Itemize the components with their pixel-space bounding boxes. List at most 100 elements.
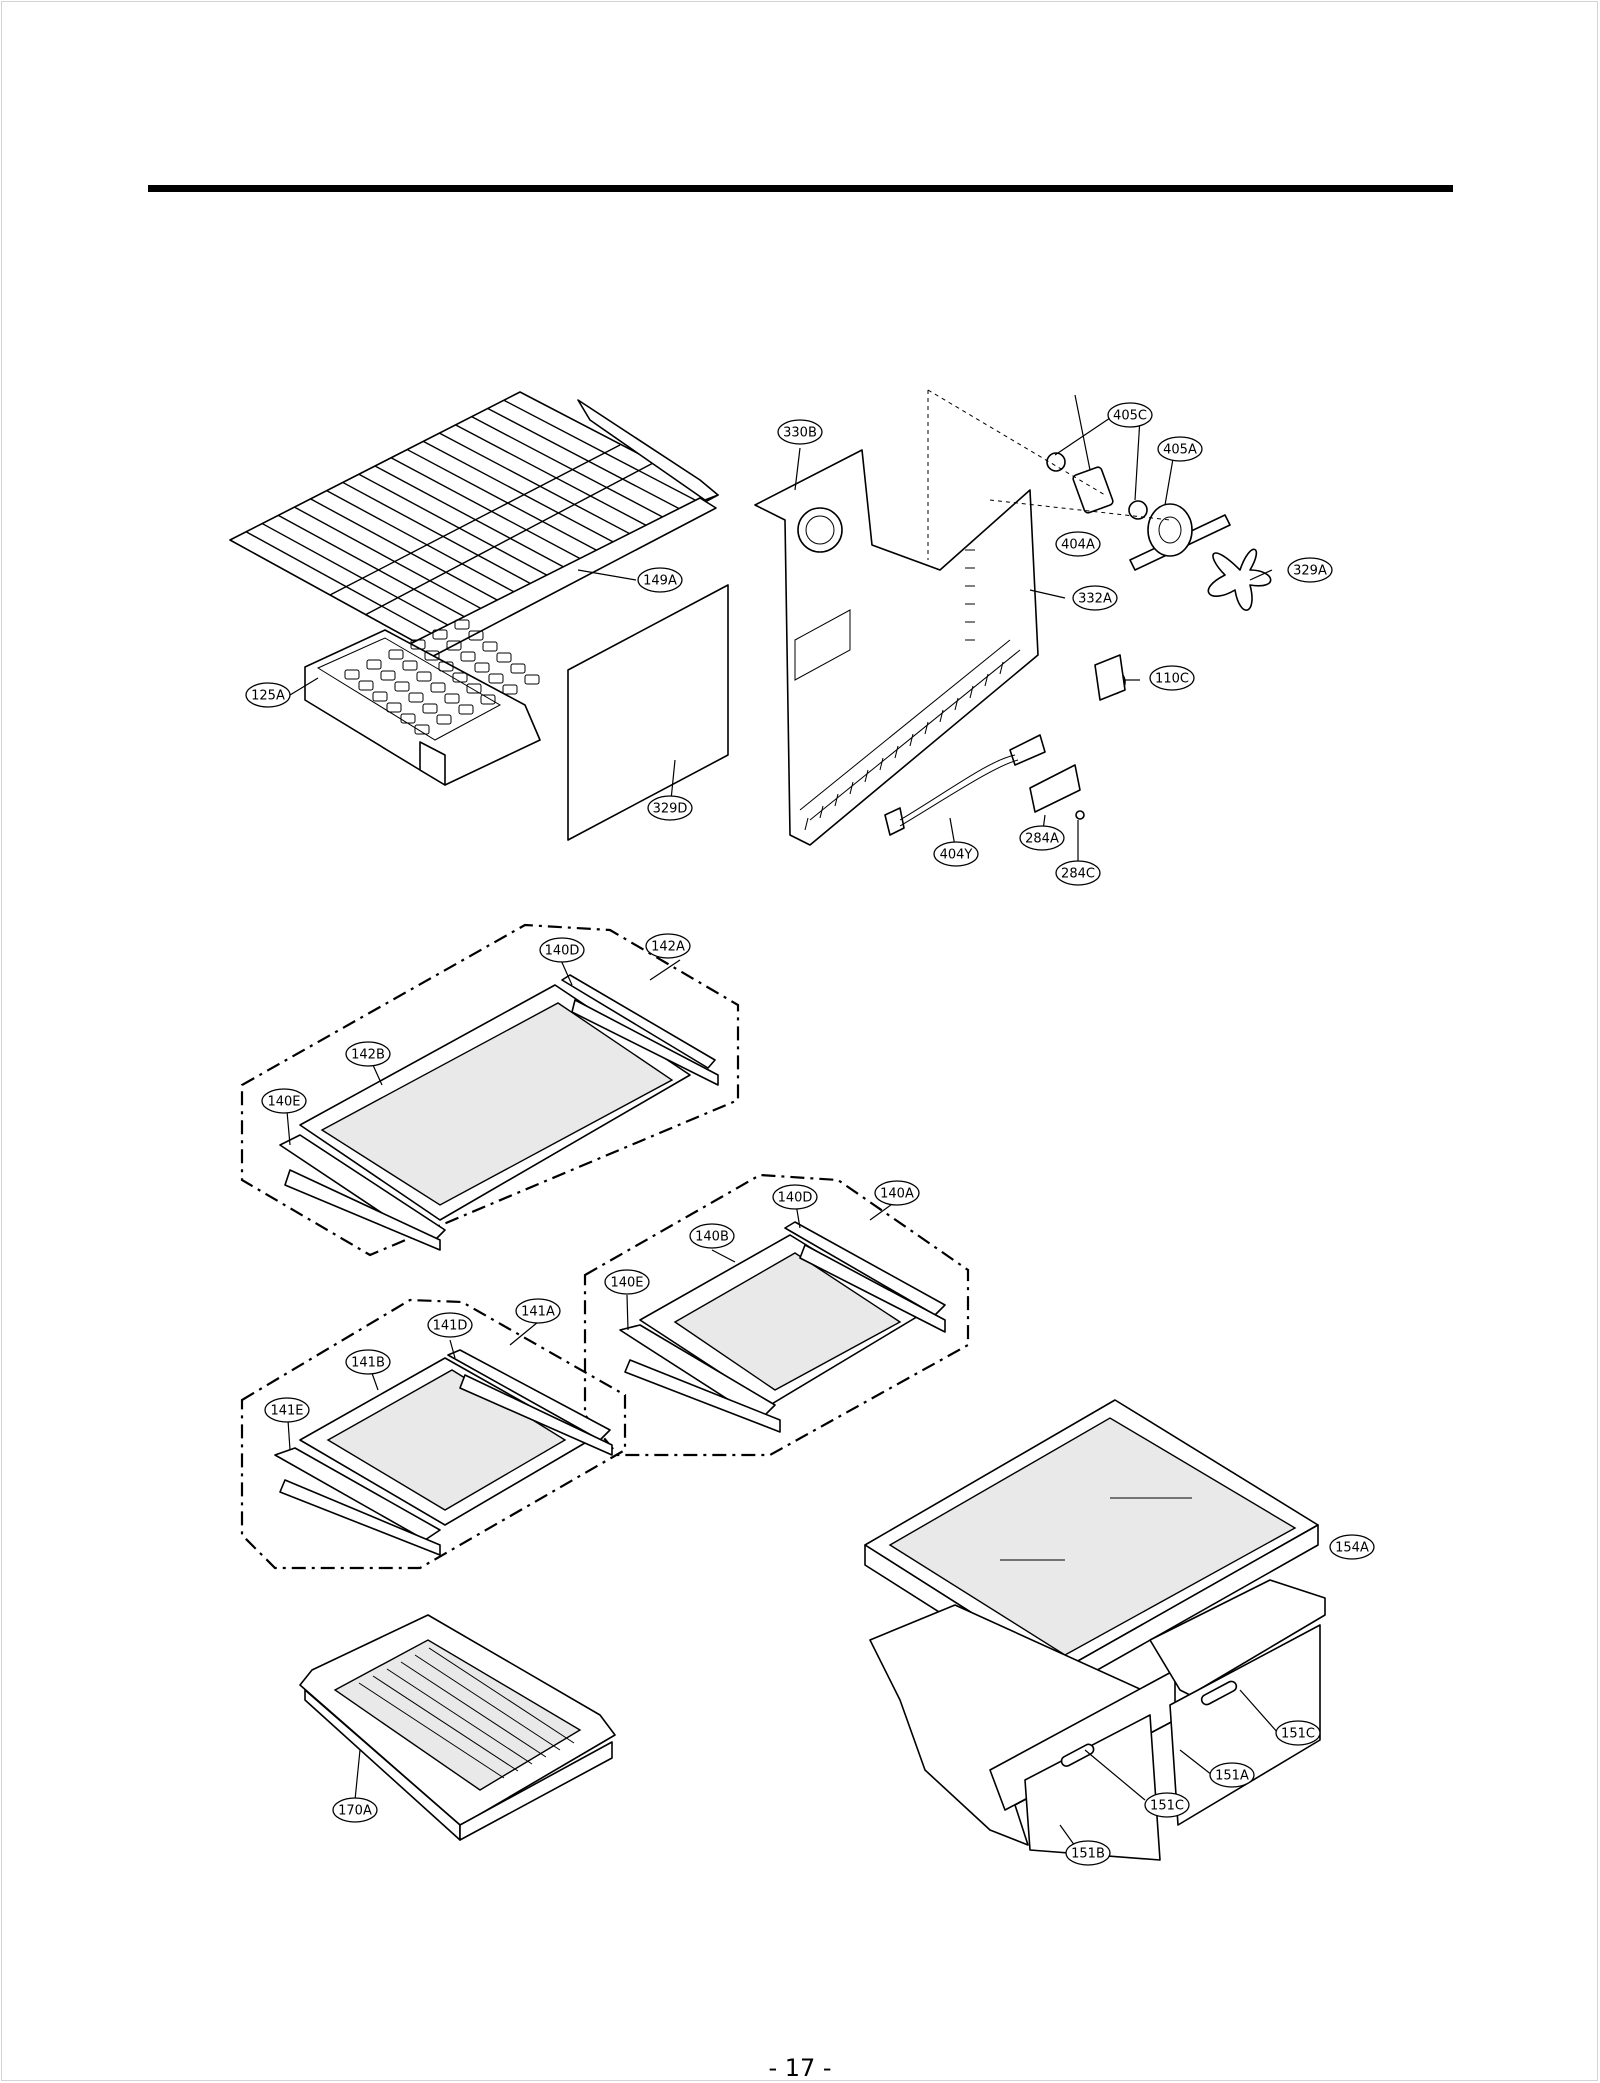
ice-cell — [386, 702, 402, 713]
svg-text:329D: 329D — [653, 802, 688, 817]
ice-cell — [400, 713, 416, 724]
svg-text:405A: 405A — [1163, 443, 1197, 458]
crisper-drawers-151A-151B — [869, 1579, 1326, 1861]
ice-cell — [366, 659, 382, 670]
ice-cell — [344, 669, 360, 680]
ice-cell — [436, 714, 452, 725]
callout-330B: 330B — [777, 419, 823, 445]
svg-text:170A: 170A — [338, 1804, 372, 1819]
svg-text:140D: 140D — [545, 944, 580, 959]
svg-text:151B: 151B — [1071, 1847, 1105, 1862]
svg-text:140B: 140B — [695, 1230, 729, 1245]
callout-405A: 405A — [1157, 436, 1203, 462]
callout-329A: 329A — [1287, 557, 1333, 583]
svg-text:140E: 140E — [267, 1095, 300, 1110]
svg-text:284C: 284C — [1061, 867, 1095, 882]
line-detail — [471, 416, 671, 522]
svg-text:404Y: 404Y — [940, 848, 973, 863]
line-detail — [423, 440, 623, 548]
page-number: - 17 - — [768, 2054, 832, 2082]
ice-cell — [444, 693, 460, 704]
svg-text:284A: 284A — [1025, 832, 1059, 847]
line-detail — [909, 733, 914, 747]
shelf-assembly-142A — [240, 923, 740, 1257]
line-detail — [390, 457, 591, 565]
line-detail — [358, 1682, 505, 1779]
ice-cell — [358, 680, 374, 691]
callout-151B: 151B — [1065, 1840, 1111, 1866]
svg-text:151C: 151C — [1281, 1727, 1315, 1742]
ice-cell — [380, 670, 396, 681]
ice-cell — [424, 650, 440, 661]
ice-cell — [394, 681, 410, 692]
svg-text:142B: 142B — [351, 1048, 385, 1063]
callout-151A: 151A — [1209, 1762, 1255, 1788]
callout-140B: 140B — [689, 1223, 735, 1249]
ice-cell — [416, 671, 432, 682]
svg-text:405C: 405C — [1113, 409, 1147, 424]
callout-140D-lower: 140D — [772, 1184, 818, 1210]
callout-151C-right: 151C — [1275, 1720, 1321, 1746]
callout-404Y: 404Y — [933, 841, 979, 867]
line-detail — [455, 424, 655, 531]
svg-text:330B: 330B — [783, 426, 817, 441]
ice-cell — [430, 682, 446, 693]
ice-cell — [414, 724, 430, 735]
line-detail — [819, 805, 824, 819]
ice-cell — [388, 649, 404, 660]
ice-cell — [488, 673, 504, 684]
svg-text:149A: 149A — [643, 574, 677, 589]
ice-cell — [454, 619, 470, 630]
callout-142B: 142B — [345, 1041, 391, 1067]
callout-405C: 405C — [1107, 402, 1153, 428]
ice-cell — [458, 704, 474, 715]
ice-cell — [410, 639, 426, 650]
ice-cell — [510, 663, 526, 674]
ice-tray-125A — [304, 619, 541, 786]
line-detail — [372, 1675, 519, 1772]
line-detail — [374, 465, 575, 574]
svg-text:151C: 151C — [1150, 1799, 1184, 1814]
svg-text:125A: 125A — [251, 689, 285, 704]
callout-141A: 141A — [515, 1298, 561, 1324]
line-detail — [834, 793, 839, 807]
ice-cell — [422, 703, 438, 714]
svg-text:140E: 140E — [610, 1276, 643, 1291]
callout-140E-lower: 140E — [604, 1269, 650, 1295]
line-detail — [400, 1661, 547, 1758]
line-detail — [487, 407, 687, 513]
line-detail — [894, 745, 899, 759]
ice-cell — [502, 684, 518, 695]
svg-text:141A: 141A — [521, 1305, 555, 1320]
callout-125A: 125A — [245, 682, 291, 708]
svg-text:329A: 329A — [1293, 564, 1327, 579]
callout-149A: 149A — [637, 567, 683, 593]
callout-140D-upper: 140D — [539, 937, 585, 963]
line-detail — [804, 817, 809, 831]
ice-cell — [372, 691, 388, 702]
line-detail — [414, 1654, 561, 1751]
callout-329D: 329D — [647, 795, 693, 821]
line-detail — [428, 1647, 575, 1744]
svg-text:332A: 332A — [1078, 592, 1112, 607]
callout-140A: 140A — [874, 1180, 920, 1206]
ice-cell — [474, 662, 490, 673]
line-detail — [364, 461, 656, 616]
ice-cell — [402, 660, 418, 671]
cover-sheet-329D — [567, 584, 729, 841]
svg-text:141E: 141E — [270, 1404, 303, 1419]
wire-shelf-149A — [229, 391, 719, 664]
ice-cell — [460, 651, 476, 662]
evaporator-cover-330B-332A — [754, 449, 1039, 846]
shelf-assembly-140A — [583, 1173, 970, 1457]
svg-text:110C: 110C — [1155, 672, 1189, 687]
line-detail — [849, 781, 854, 795]
callout-141E: 141E — [264, 1397, 310, 1423]
ice-cell — [432, 629, 448, 640]
meat-pan-170A — [299, 1614, 616, 1841]
callout-110C: 110C — [1149, 665, 1195, 691]
callout-404A: 404A — [1055, 531, 1101, 557]
svg-text:154A: 154A — [1335, 1541, 1369, 1556]
assembly-guide-line — [927, 389, 1171, 560]
